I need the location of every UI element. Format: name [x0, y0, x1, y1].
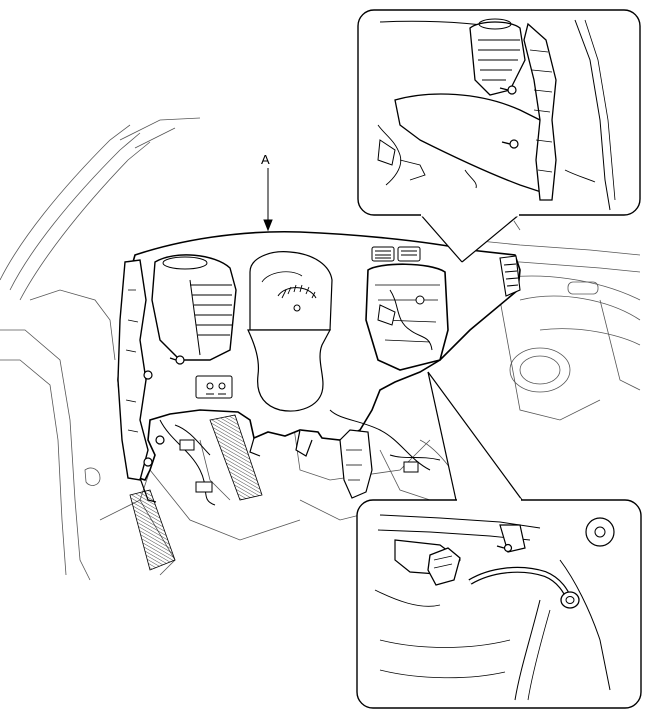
lower-brackets: [249, 429, 373, 499]
steering-column-cover: [247, 329, 331, 412]
detail-bottom-content: [374, 514, 615, 701]
fastener-screw-icon: [143, 355, 185, 467]
floor-mat-hatching: [129, 414, 263, 571]
callout-label-a: A: [261, 152, 270, 167]
right-air-vent: [499, 255, 521, 297]
center-cavity: [365, 263, 449, 371]
left-air-vent: [151, 254, 237, 361]
center-air-vent: [371, 246, 421, 262]
wiring-harness: [159, 409, 441, 506]
detail-top-content: [377, 18, 616, 211]
left-side-bracket: [117, 259, 157, 503]
wiring-connector-icon: [427, 547, 461, 586]
callout-arrow-a: [263, 168, 273, 232]
switch-panel: [195, 375, 233, 399]
instrument-cluster: [249, 251, 333, 331]
